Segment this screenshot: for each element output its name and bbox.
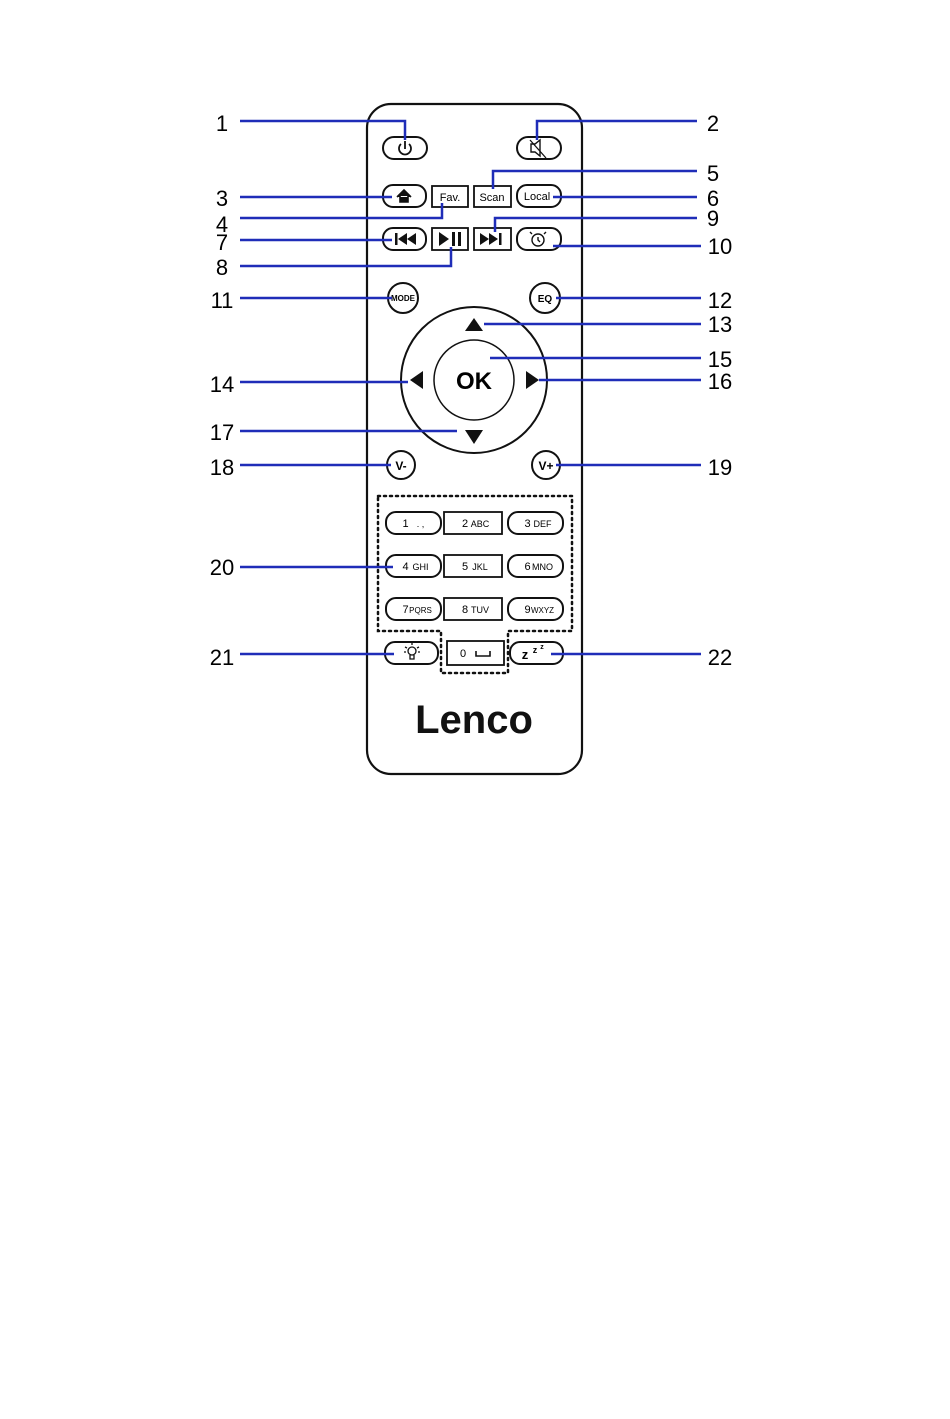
zero-label: 0 <box>460 648 466 660</box>
keypad-letters: DEF <box>534 519 553 529</box>
callout-2: 2 <box>707 111 719 136</box>
callout-21: 21 <box>210 645 234 670</box>
keypad-digit: 9 <box>524 604 530 616</box>
callout-5: 5 <box>707 161 719 186</box>
callout-1: 1 <box>216 111 228 136</box>
callout-3: 3 <box>216 186 228 211</box>
keypad-letters: MNO <box>532 562 553 572</box>
callout-19: 19 <box>708 455 732 480</box>
callout-13: 13 <box>708 312 732 337</box>
keypad-digit: 4 <box>402 561 408 573</box>
keypad-button-4[interactable]: 4 GHI <box>386 555 441 577</box>
keypad-letters: . , <box>417 519 425 529</box>
zero-space-button[interactable]: 0 <box>447 641 504 665</box>
keypad-letters: JKL <box>472 562 488 572</box>
callout-11: 11 <box>211 288 234 313</box>
keypad-digit: 8 <box>462 604 468 616</box>
callout-7: 7 <box>216 230 228 255</box>
keypad-digit: 5 <box>462 561 468 573</box>
callout-18: 18 <box>210 455 234 480</box>
keypad-letters: GHI <box>412 562 428 572</box>
keypad-letters: PQRS <box>409 606 432 615</box>
eq-label: EQ <box>538 294 553 305</box>
mute-button[interactable] <box>517 137 561 159</box>
local-label: Local <box>524 191 550 203</box>
sleep-label-small: z <box>540 644 544 651</box>
sleep-label-medium: z <box>533 645 538 655</box>
keypad-button-1[interactable]: 1 . , <box>386 512 441 534</box>
power-button[interactable] <box>383 137 427 159</box>
callout-22: 22 <box>708 645 732 670</box>
keypad-letters: TUV <box>471 605 489 615</box>
next-button[interactable] <box>474 228 511 250</box>
callout-14: 14 <box>210 372 234 397</box>
eq-button[interactable]: EQ <box>530 283 560 313</box>
keypad-digit: 2 <box>462 518 468 530</box>
callout-17: 17 <box>210 420 234 445</box>
callout-20: 20 <box>210 555 234 580</box>
scan-button[interactable]: Scan <box>474 186 511 207</box>
ok-label: OK <box>456 368 493 395</box>
ok-button[interactable]: OK <box>434 340 514 420</box>
brand-logo: Lenco <box>415 698 533 742</box>
callout-16: 16 <box>708 369 732 394</box>
keypad-button-5[interactable]: 5 JKL <box>444 555 502 577</box>
fav-button[interactable]: Fav. <box>432 186 468 207</box>
keypad-button-3[interactable]: 3 DEF <box>508 512 563 534</box>
scan-label: Scan <box>479 192 504 204</box>
mode-button[interactable]: MODE <box>388 283 418 313</box>
volume-up-button[interactable]: V+ <box>532 451 560 479</box>
keypad-digit: 6 <box>524 561 530 573</box>
keypad-digit: 1 <box>402 518 408 530</box>
sleep-label-large: z <box>522 647 529 662</box>
callout-9: 9 <box>707 206 719 231</box>
volume-up-label: V+ <box>538 459 553 473</box>
keypad-letters: ABC <box>471 519 490 529</box>
play-pause-button[interactable] <box>432 228 468 250</box>
keypad-digit: 7 <box>402 604 408 616</box>
callout-8: 8 <box>216 255 228 280</box>
callout-12: 12 <box>708 288 732 313</box>
mode-label: MODE <box>391 294 416 303</box>
keypad-letters: WXYZ <box>531 606 554 615</box>
volume-down-label: V- <box>395 459 406 473</box>
volume-down-button[interactable]: V- <box>387 451 415 479</box>
callout-10: 10 <box>708 234 732 259</box>
fav-label: Fav. <box>440 192 461 204</box>
keypad-digit: 3 <box>524 518 530 530</box>
